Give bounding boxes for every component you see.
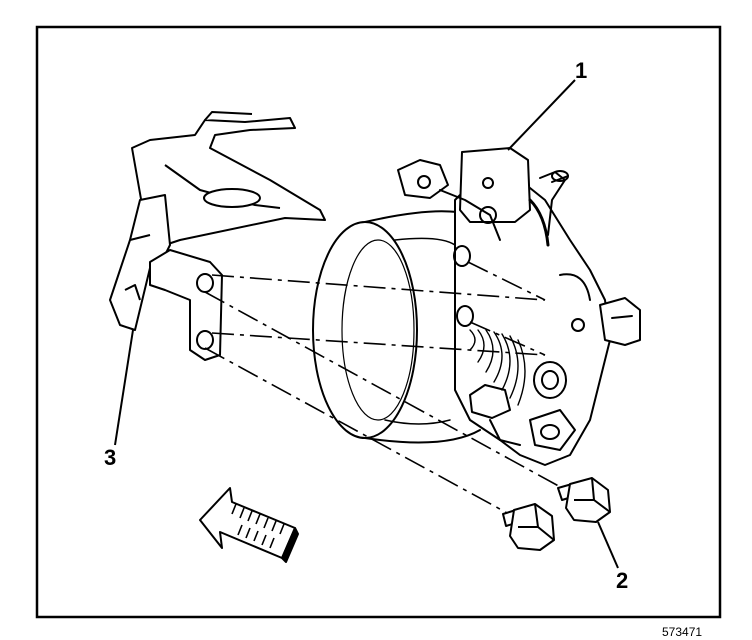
throttle-shaft: [533, 361, 567, 399]
alignment-lines: [204, 261, 576, 521]
figure-id: 573471: [662, 625, 703, 639]
callout-3: 3: [104, 445, 117, 470]
mounting-bracket: [109, 111, 326, 361]
diagram-border: [35, 25, 722, 619]
intake-cylinder-front: [312, 221, 418, 439]
sensor-block: [459, 147, 531, 223]
bolt-upper: [557, 477, 611, 523]
housing-hole-lower: [456, 305, 474, 327]
callout-2: 2: [616, 568, 629, 593]
throttle-body-assembly: [312, 147, 641, 466]
bracket-hole-lower: [196, 330, 214, 350]
bracket-hole-upper: [196, 273, 214, 293]
throttle-bore-ribs: [469, 329, 526, 406]
bolt-lower: [502, 503, 555, 551]
direction-arrow-icon: [199, 487, 299, 563]
callout-1: 1: [575, 58, 588, 83]
housing-hole-upper: [453, 245, 471, 267]
leader-lines: [114, 79, 619, 569]
